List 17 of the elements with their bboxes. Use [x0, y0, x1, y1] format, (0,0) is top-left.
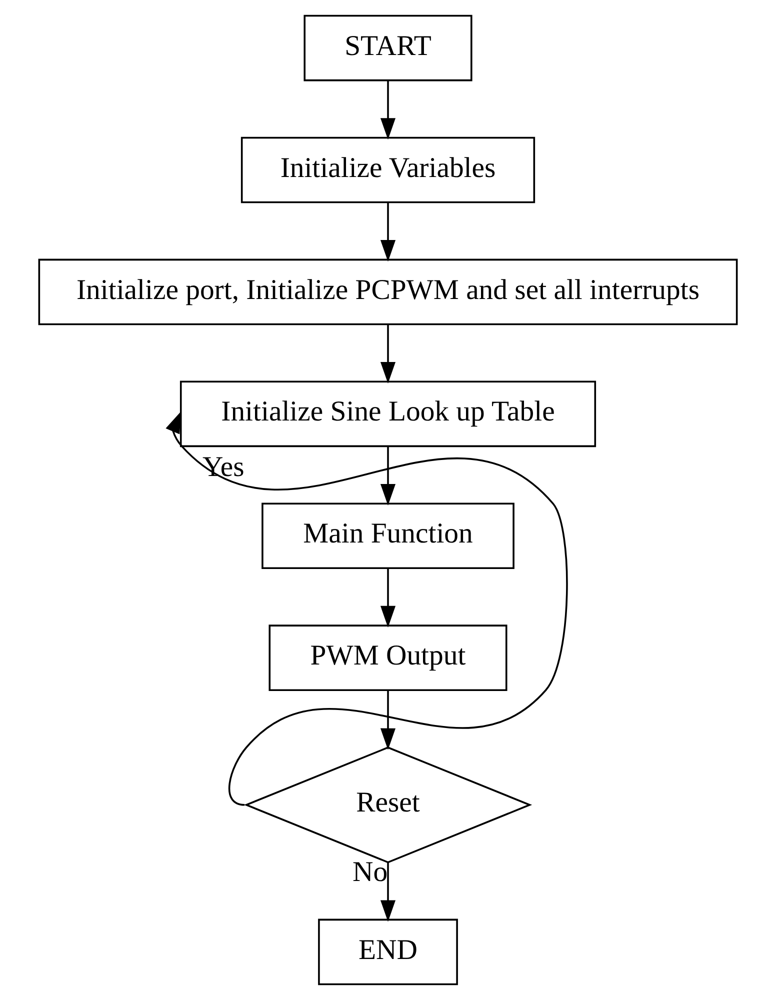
node-box: Main Function [261, 502, 514, 570]
arrow [380, 690, 396, 750]
arrow [380, 324, 396, 384]
arrow [165, 411, 568, 806]
edge-label: Yes [202, 451, 244, 484]
node-box: Initialize Sine Look up Table [179, 380, 596, 448]
node-box: END [318, 918, 458, 986]
arrow [380, 80, 396, 140]
node-box: PWM Output [268, 624, 507, 691]
node-box: START [303, 14, 472, 82]
node-diamond: Reset [243, 746, 532, 864]
arrow [380, 446, 396, 506]
arrow [380, 202, 396, 262]
node-box: Initialize port, Initialize PCPWM and set all interrupts [38, 258, 738, 326]
arrow [380, 862, 396, 922]
arrow [380, 568, 396, 628]
node-box: Initialize Variables [240, 136, 535, 204]
